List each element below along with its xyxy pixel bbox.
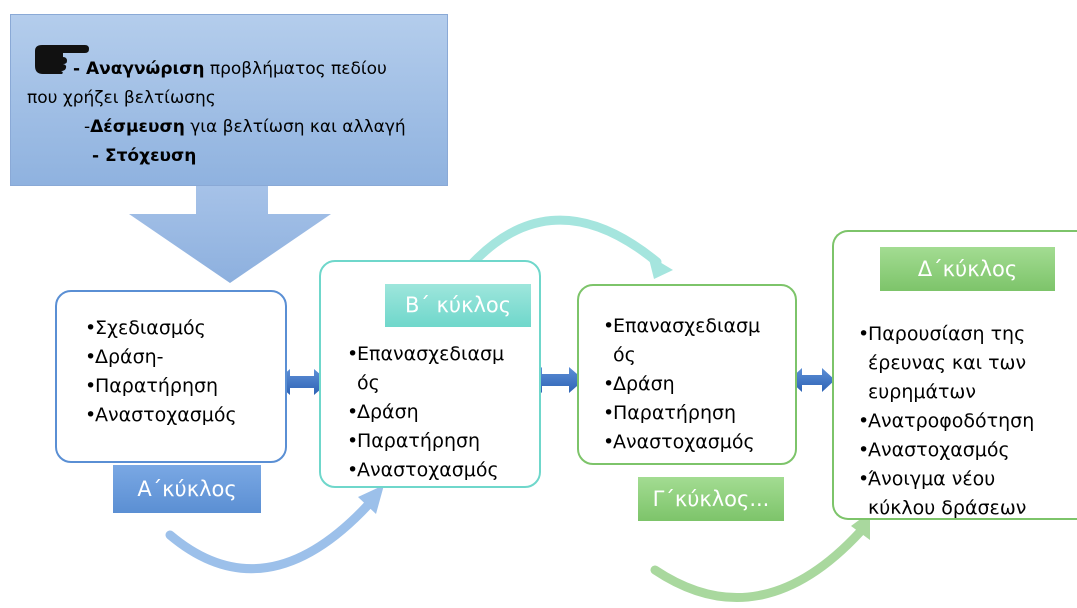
- cycle-c-label: Γ΄κύκλος...: [638, 477, 784, 521]
- cycle-d-list: •Παρουσίαση της έρευνας και των ευρημάτω…: [858, 320, 1077, 523]
- curved-arrow-a-to-b-head: [358, 485, 384, 514]
- cycle-d-label: Δ΄κύκλος: [880, 247, 1055, 291]
- cycle-a-label: Α΄κύκλος: [113, 465, 261, 513]
- cycle-b-item: •Αναστοχασμός: [347, 459, 499, 481]
- callout-line-2: που χρήζει βελτίωσης: [27, 88, 216, 108]
- cycle-d-item-cont: κύκλου δράσεων: [868, 497, 1027, 519]
- callout-recognition-bold: - Αναγνώριση: [73, 59, 205, 79]
- callout-commitment-bold: Δέσμευση: [90, 117, 185, 137]
- cycle-c-item: •Επανασχεδιασμ: [603, 315, 761, 337]
- callout-line-1: - Αναγνώριση προβλήματος πεδίου: [73, 55, 387, 84]
- cycle-a-list: •Σχεδιασμός •Δράση- •Παρατήρηση •Αναστοχ…: [85, 314, 285, 430]
- cycle-c-item: •Αναστοχασμός: [603, 431, 755, 453]
- curved-arrow-b-to-c: [453, 215, 662, 285]
- down-arrow-icon: [129, 186, 331, 283]
- callout-line-3-prefix: -: [84, 117, 91, 137]
- double-arrow-b-c: [527, 367, 584, 393]
- cycle-c-card: •Επανασχεδιασμ ός •Δράση •Παρατήρηση •Αν…: [577, 284, 797, 465]
- callout-line-3-rest: για βελτίωση και αλλαγή: [184, 117, 406, 137]
- cycle-c-list: •Επανασχεδιασμ ός •Δράση •Παρατήρηση •Αν…: [603, 312, 795, 457]
- cycle-d-item: •Παρουσίαση της: [858, 323, 1026, 345]
- cycle-b-item-cont: ός: [357, 372, 380, 394]
- cycle-a-item: •Σχεδιασμός: [85, 317, 206, 339]
- callout-line-4: - Στόχευση: [92, 142, 196, 171]
- double-arrow-a-b: [275, 369, 329, 395]
- cycle-b-list: •Επανασχεδιασμ ός •Δράση •Παρατήρηση •Αν…: [347, 340, 539, 485]
- cycle-b-label: Β΄ κύκλος: [385, 284, 531, 327]
- curved-arrow-a-to-b: [165, 500, 373, 574]
- cycle-c-item: •Παρατήρηση: [603, 402, 737, 424]
- intro-callout: - Αναγνώριση προβλήματος πεδίου που χρήζ…: [10, 14, 448, 186]
- cycle-c-item: •Δράση: [603, 373, 675, 395]
- curved-arrow-b-to-c-head: [648, 255, 673, 279]
- cycle-d-item: •Ανατροφοδότηση: [858, 410, 1035, 432]
- callout-targeting-bold: - Στόχευση: [92, 146, 197, 166]
- cycle-c-item-cont: ός: [613, 344, 636, 366]
- cycle-b-item: •Δράση: [347, 401, 419, 423]
- cycle-b-card: •Επανασχεδιασμ ός •Δράση •Παρατήρηση •Αν…: [319, 260, 541, 488]
- cycle-d-item: •Αναστοχασμός: [858, 439, 1010, 461]
- cycle-a-item: •Δράση-: [85, 346, 164, 368]
- double-arrow-c-d: [789, 368, 835, 392]
- cycle-d-item-cont: ευρημάτων: [868, 381, 976, 403]
- curved-arrow-c-to-d: [650, 527, 865, 602]
- cycle-d-item-cont: έρευνας και των: [868, 352, 1027, 374]
- callout-line-1-rest: προβλήματος πεδίου: [204, 59, 387, 79]
- cycle-a-card: •Σχεδιασμός •Δράση- •Παρατήρηση •Αναστοχ…: [55, 290, 287, 463]
- cycle-a-item: •Αναστοχασμός: [85, 404, 237, 426]
- pointing-hand-icon: [35, 45, 89, 74]
- cycle-a-item: •Παρατήρηση: [85, 375, 219, 397]
- cycle-b-item: •Παρατήρηση: [347, 430, 481, 452]
- cycle-b-item: •Επανασχεδιασμ: [347, 343, 505, 365]
- callout-line-3: -Δέσμευση για βελτίωση και αλλαγή: [84, 113, 406, 142]
- cycle-d-item: •Άνοιγμα νέου: [858, 468, 996, 490]
